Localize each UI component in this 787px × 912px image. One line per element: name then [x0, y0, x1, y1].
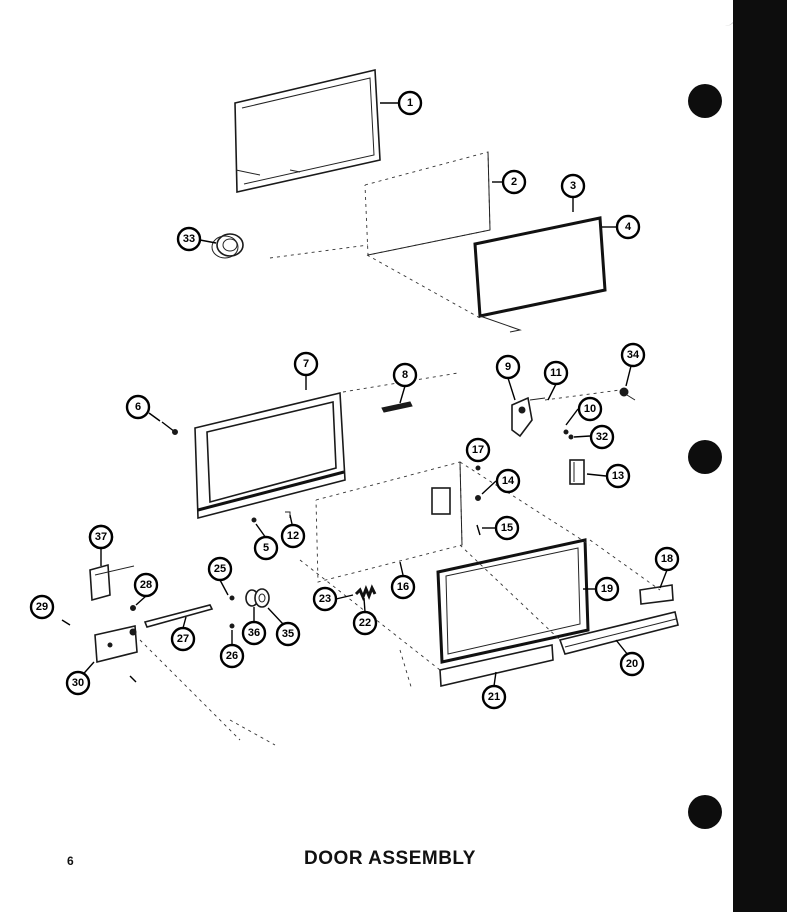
- callout-21: 21: [481, 684, 507, 710]
- svg-text:19: 19: [601, 583, 613, 595]
- part-35-36-washer: [245, 588, 270, 608]
- svg-text:27: 27: [177, 633, 189, 645]
- callout-32: 32: [589, 424, 615, 450]
- svg-text:2: 2: [511, 176, 517, 188]
- svg-text:16: 16: [397, 581, 409, 593]
- svg-text:3: 3: [570, 180, 576, 192]
- binding-strip: [733, 0, 787, 912]
- svg-text:20: 20: [626, 658, 638, 670]
- part-32-spring: [563, 429, 574, 440]
- part-13-latch: [569, 459, 585, 485]
- svg-text:18: 18: [661, 553, 673, 565]
- callout-30: 30: [65, 670, 91, 696]
- callout-18: 18: [654, 546, 680, 572]
- svg-text:9: 9: [505, 361, 511, 373]
- svg-text:37: 37: [95, 531, 107, 543]
- svg-text:34: 34: [627, 349, 640, 361]
- callout-12: 12: [280, 523, 306, 549]
- part-19-lower-frame: [436, 538, 590, 664]
- callout-20: 20: [619, 651, 645, 677]
- svg-text:29: 29: [36, 601, 48, 613]
- punch-hole-middle: [688, 440, 722, 474]
- part-2-liner: [364, 151, 491, 256]
- callout-6: 6: [125, 394, 151, 420]
- svg-text:17: 17: [472, 444, 484, 456]
- punch-hole-top: [688, 84, 722, 118]
- callout-28: 28: [133, 572, 159, 598]
- callout-11: 11: [543, 360, 569, 386]
- part-33-knob: [211, 233, 244, 259]
- callout-33: 33: [176, 226, 202, 252]
- svg-text:8: 8: [402, 369, 408, 381]
- svg-text:23: 23: [319, 593, 331, 605]
- callout-1: 1: [397, 90, 423, 116]
- part-22-spring: [354, 584, 377, 602]
- page-number: 6: [67, 854, 74, 868]
- callout-8: 8: [392, 362, 418, 388]
- svg-text:36: 36: [248, 627, 260, 639]
- callout-25: 25: [207, 556, 233, 582]
- svg-text:10: 10: [584, 403, 596, 415]
- svg-text:25: 25: [214, 563, 226, 575]
- callout-29: 29: [29, 594, 55, 620]
- svg-text:1: 1: [407, 97, 413, 109]
- callout-16: 16: [390, 574, 416, 600]
- part-6-screw: [161, 421, 178, 435]
- callout-37-main: 37: [88, 524, 114, 550]
- part-3-4-glass-panel: [473, 216, 607, 333]
- callout-34: 34: [620, 342, 646, 368]
- callout-14: 14: [495, 468, 521, 494]
- part-7-door-frame: [194, 391, 346, 520]
- callout-3: 3: [560, 173, 586, 199]
- part-9-hinge: [511, 396, 546, 438]
- part-20-bottom-rail: [558, 611, 679, 655]
- svg-text:21: 21: [488, 691, 500, 703]
- svg-text:6: 6: [135, 401, 141, 413]
- part-8-bracket: [381, 401, 413, 413]
- callout-36: 36: [241, 620, 267, 646]
- callout-leaders: [77, 102, 668, 687]
- svg-text:33: 33: [183, 233, 195, 245]
- svg-text:26: 26: [226, 650, 238, 662]
- svg-text:35: 35: [282, 628, 294, 640]
- part-37-bracket: [89, 563, 135, 602]
- callout-13: 13: [605, 463, 631, 489]
- callout-17: 17: [465, 437, 491, 463]
- svg-text:12: 12: [287, 530, 299, 542]
- svg-text:11: 11: [550, 367, 562, 379]
- svg-text:28: 28: [140, 579, 152, 591]
- callout-9: 9: [495, 354, 521, 380]
- svg-text:14: 14: [502, 475, 515, 487]
- part-16-door-sheet: [315, 461, 463, 583]
- callout-5: 5: [253, 535, 279, 561]
- svg-text:30: 30: [72, 677, 84, 689]
- svg-text:22: 22: [359, 617, 371, 629]
- callout-15: 15: [494, 515, 520, 541]
- part-21-kick-plate: [439, 644, 554, 687]
- part-27-rod: [143, 604, 214, 628]
- callout-2: 2: [501, 169, 527, 195]
- callout-7: 7: [293, 351, 319, 377]
- part-18-cap: [639, 584, 674, 605]
- callout-23: 23: [312, 586, 338, 612]
- callout-4: 4: [615, 214, 641, 240]
- callout-27: 27: [170, 626, 196, 652]
- callout-35: 35: [275, 621, 301, 647]
- callout-10: 10: [577, 396, 603, 422]
- part-34-screw: [619, 387, 636, 401]
- punch-hole-bottom: [688, 795, 722, 829]
- svg-text:5: 5: [263, 542, 269, 554]
- svg-text:32: 32: [596, 431, 608, 443]
- callout-19: 19: [594, 576, 620, 602]
- part-1-inner-panel: [234, 69, 381, 193]
- svg-text:15: 15: [501, 522, 513, 534]
- svg-text:4: 4: [625, 221, 632, 233]
- part-30-bracket: [94, 625, 138, 664]
- callout-26: 26: [219, 643, 245, 669]
- callout-22: 22: [352, 610, 378, 636]
- svg-text:13: 13: [612, 470, 624, 482]
- svg-text:7: 7: [303, 358, 309, 370]
- page-title: DOOR ASSEMBLY: [304, 848, 476, 869]
